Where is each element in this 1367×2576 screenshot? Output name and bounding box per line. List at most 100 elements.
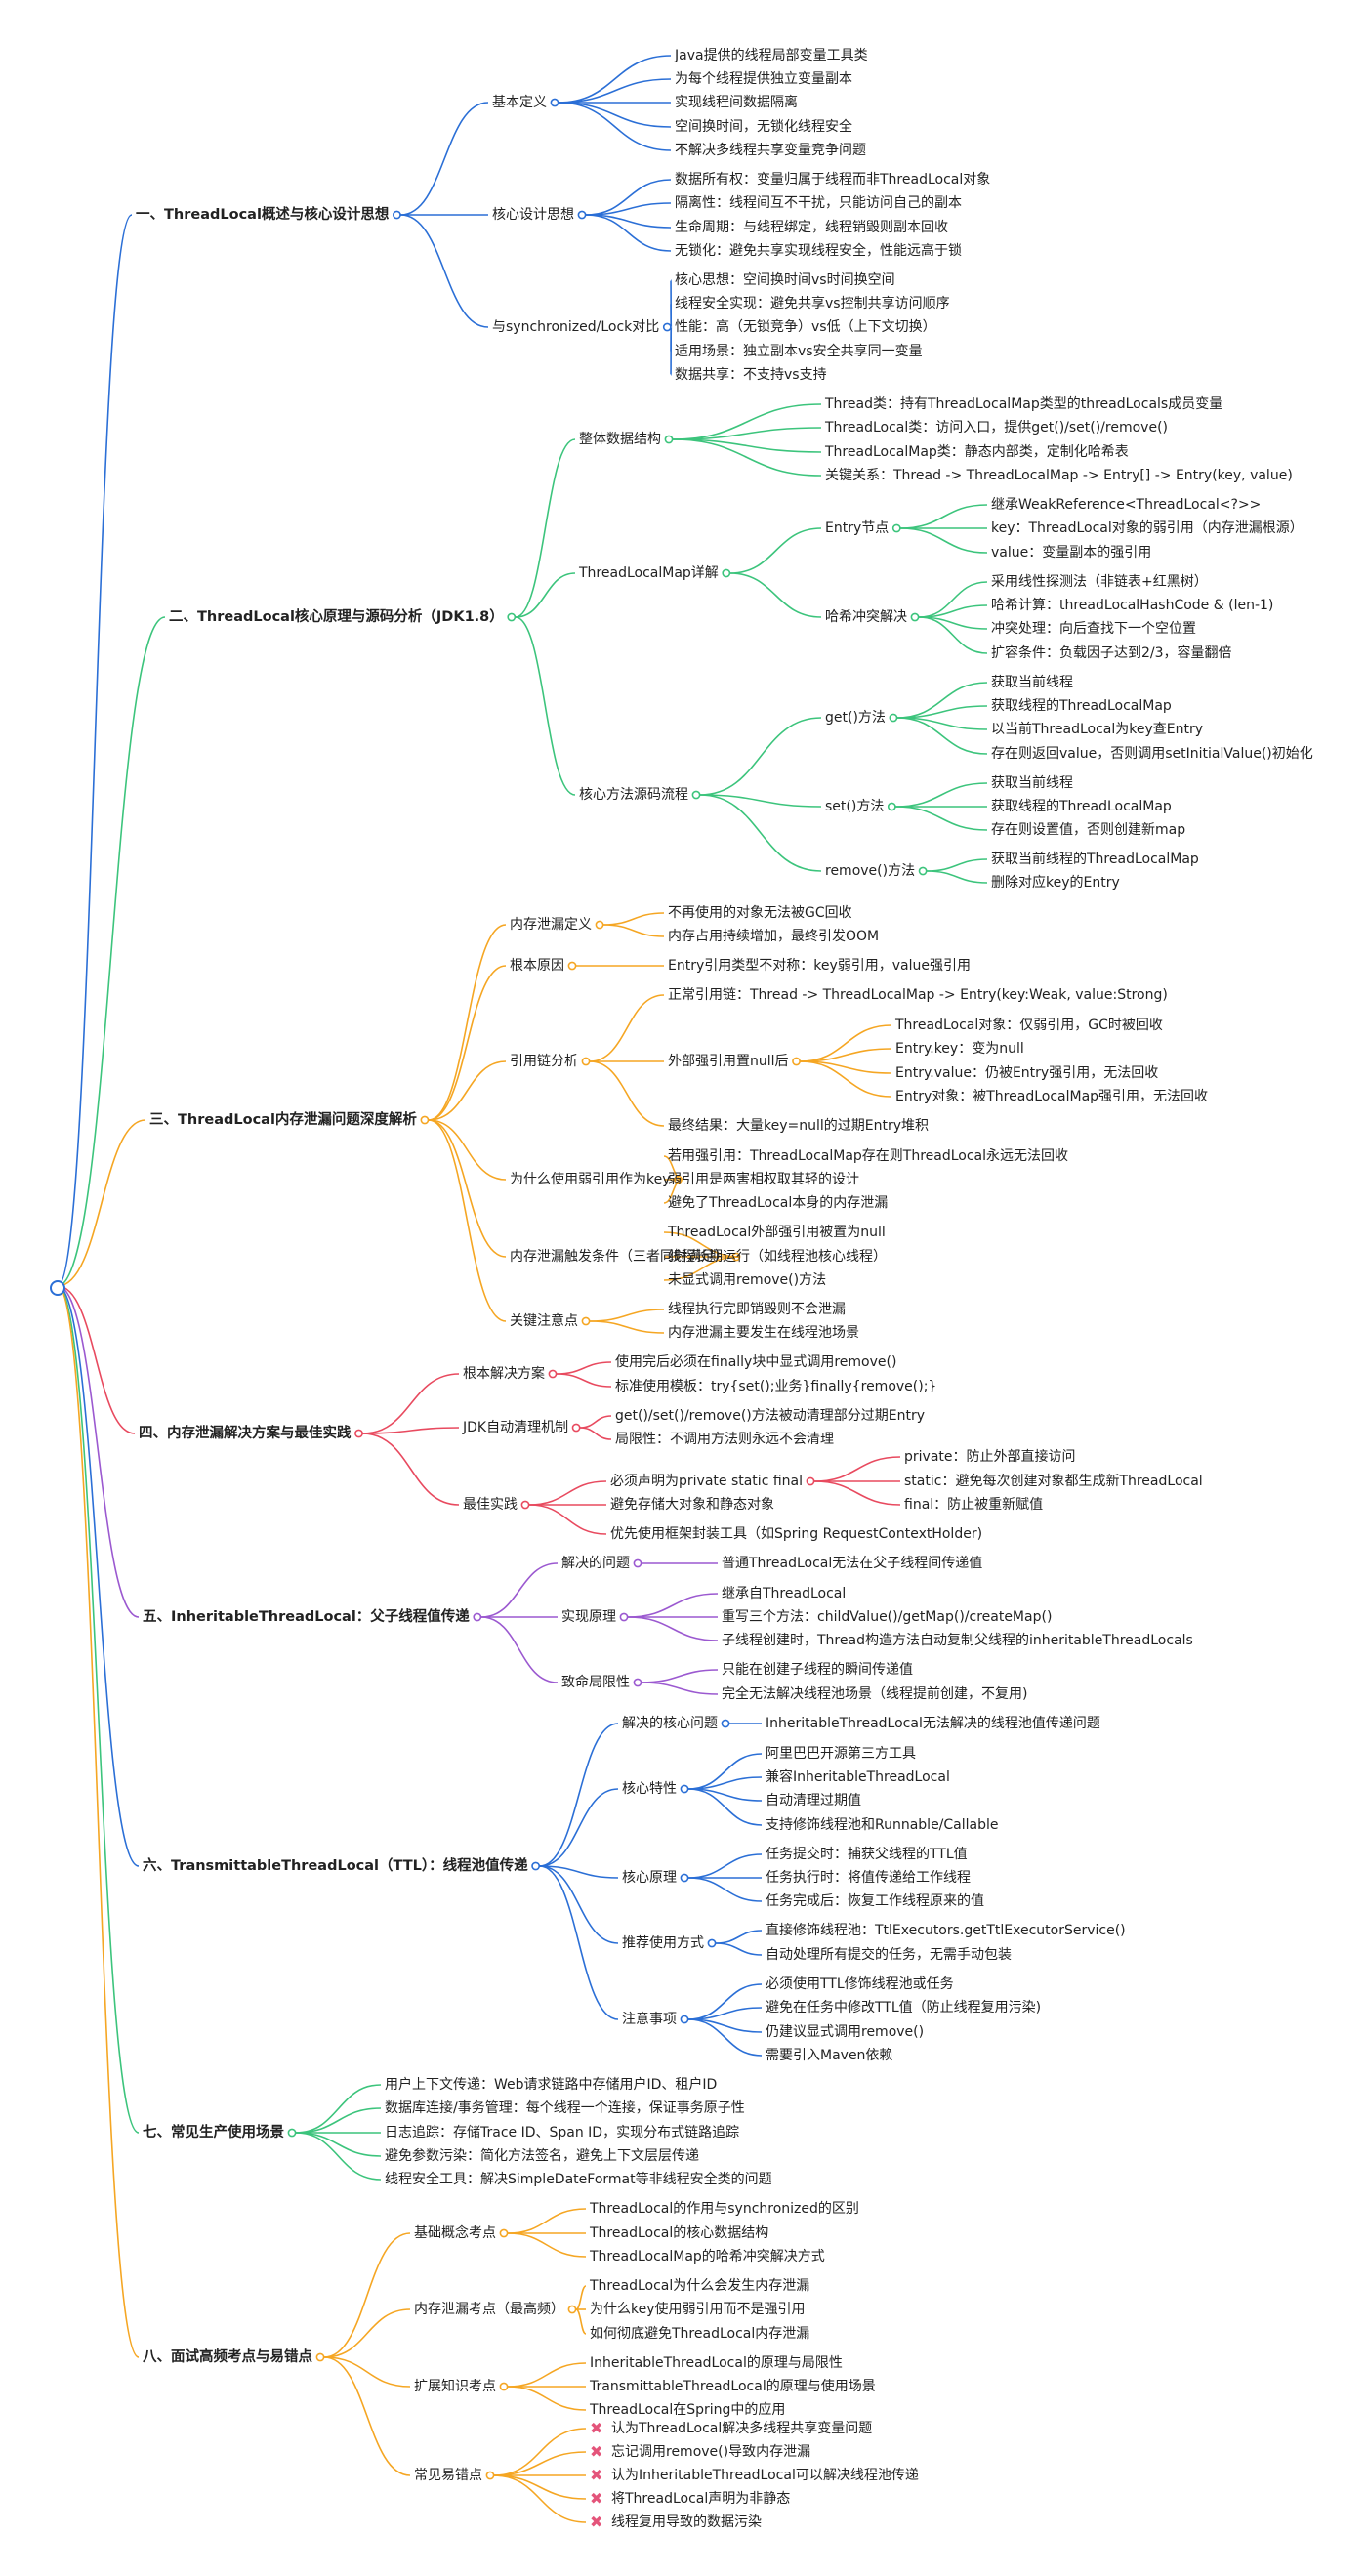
mindmap-node: Entry对象：被ThreadLocalMap强引用，无法回收 (895, 1089, 1209, 1104)
connector-line (585, 214, 672, 252)
connector-line (323, 2232, 411, 2358)
mindmap-node: 如何彻底避免ThreadLocal内存泄漏 (590, 2326, 810, 2342)
connector-line (493, 2474, 587, 2523)
connector-line (575, 2308, 587, 2335)
connector-line (528, 1504, 607, 1535)
section-title: 一、ThreadLocal概述与核心设计思想 (136, 207, 390, 223)
mindmap-node: 核心原理 (622, 1870, 677, 1886)
connector-line (558, 55, 672, 104)
mindmap-node: Thread类：持有ThreadLocalMap类型的threadLocals成… (825, 396, 1223, 412)
connector-line (800, 1048, 892, 1062)
mindmap-node: 数据库连接/事务管理：每个线程一个连接，保证事务原子性 (385, 2100, 745, 2116)
mindmap-node: 为什么使用弱引用作为key (510, 1172, 671, 1187)
cross-mark-icon: ✖ (590, 2442, 603, 2461)
mindmap-node: Entry.key：变为null (895, 1041, 1024, 1057)
connector-line (589, 1309, 665, 1322)
connector-line (428, 1119, 507, 1258)
connector-line (428, 924, 507, 1121)
mindmap-node: 线程执行完即销毁则不会泄漏 (668, 1302, 846, 1317)
mindmap-node: 未显式调用remove()方法 (668, 1272, 827, 1288)
mindmap-node: 若用强引用：ThreadLocalMap存在则ThreadLocal永远无法回收 (668, 1148, 1069, 1164)
connector-line (627, 1593, 719, 1618)
node-dot (420, 1115, 430, 1125)
mindmap-node: 为每个线程提供独立变量副本 (675, 71, 852, 87)
mindmap-node: 冲突处理：向后查找下一个空位置 (991, 621, 1196, 637)
node-dot (567, 2305, 577, 2314)
connector-line (428, 1119, 507, 1181)
mindmap-node: 空间换时间，无锁化线程安全 (675, 119, 852, 135)
connector-line (323, 2356, 411, 2476)
connector-line (362, 1427, 460, 1434)
node-dot (664, 435, 674, 444)
mindmap-node: ThreadLocalMap类：静态内部类，定制化哈希表 (825, 444, 1129, 460)
connector-line (57, 1285, 140, 1867)
mindmap-node: 必须使用TTL修饰线程池或任务 (766, 1976, 954, 1992)
node-dot (806, 1476, 815, 1486)
mindmap-node: key：ThreadLocal对象的弱引用（内存泄漏根源） (991, 520, 1304, 536)
node-dot (619, 1612, 629, 1622)
connector-line (715, 1942, 763, 1956)
connector-line (699, 794, 822, 808)
mindmap-node: 忘记调用remove()导致内存泄漏 (611, 2444, 811, 2460)
connector-line (927, 870, 988, 884)
mindmap-node: 避免存储大对象和静态对象 (610, 1497, 774, 1513)
connector-line (295, 2132, 382, 2181)
connector-line (539, 1865, 619, 1944)
connector-line (539, 1865, 619, 1879)
mindmap-node: 将ThreadLocal声明为非静态 (611, 2491, 791, 2507)
mindmap-node: 哈希冲突解决 (825, 609, 907, 625)
connector-line (539, 1723, 619, 1867)
node-dot (722, 568, 731, 578)
connector-line (57, 616, 166, 1287)
connector-line (493, 2474, 587, 2500)
connector-line (295, 2084, 382, 2134)
node-dot (354, 1429, 363, 1438)
mindmap-node: InheritableThreadLocal无法解决的线程池值传递问题 (766, 1716, 1100, 1731)
mindmap-node: 解决的问题 (561, 1556, 630, 1571)
mindmap-node: 线程安全实现：避免共享vs控制共享访问顺序 (675, 296, 950, 312)
connector-line (57, 1285, 140, 1618)
connector-line (900, 527, 988, 554)
node-dot (507, 612, 517, 622)
connector-line (515, 572, 576, 618)
mindmap-node: final：防止被重新赋值 (904, 1497, 1044, 1513)
connector-line (57, 1119, 146, 1287)
node-dot (571, 1423, 581, 1433)
connector-line (813, 1456, 901, 1482)
mindmap-node: 使用完后必须在finally块中显式调用remove() (615, 1354, 897, 1370)
node-dot (707, 1938, 717, 1948)
section-title: 四、内存泄漏解决方案与最佳实践 (139, 1426, 352, 1441)
mindmap-node: 基本定义 (492, 95, 547, 110)
node-dot (499, 2228, 509, 2238)
connector-line (589, 1320, 665, 1334)
section-title: 三、ThreadLocal内存泄漏问题深度解析 (149, 1112, 417, 1128)
connector-line (663, 1231, 741, 1258)
connector-line (57, 214, 133, 1287)
mindmap-node: ThreadLocalMap的哈希冲突解决方式 (590, 2249, 825, 2264)
mindmap-node: Entry引用类型不对称：key弱引用，value强引用 (668, 958, 971, 974)
mindmap-node: 注意事项 (622, 2012, 677, 2027)
connector-line (400, 214, 489, 328)
mindmap-node: 不再使用的对象无法被GC回收 (668, 905, 852, 921)
mindmap-node: 根本解决方案 (463, 1366, 545, 1382)
mindmap-node: 线程复用导致的数据污染 (611, 2514, 762, 2530)
mindmap-node: 整体数据结构 (579, 432, 661, 447)
cross-mark-icon: ✖ (590, 2466, 603, 2484)
section-title: 八、面试高频考点与易错点 (143, 2349, 312, 2365)
mindmap-node: 内存泄漏触发条件（三者同时满足） (510, 1249, 728, 1265)
mindmap-node: 关键注意点 (510, 1313, 578, 1329)
section-title: 五、InheritableThreadLocal：父子线程值传递 (143, 1609, 470, 1625)
mindmap-node: 继承WeakReference<ThreadLocal<?>> (991, 497, 1262, 513)
mindmap-node: 核心设计思想 (492, 207, 574, 223)
mindmap-node: 最佳实践 (463, 1497, 518, 1513)
node-dot (910, 612, 920, 622)
mindmap-node: ThreadLocal的核心数据结构 (590, 2225, 769, 2241)
connector-line (539, 1865, 619, 2020)
connector-line (699, 794, 822, 872)
mindmap-node: 直接修饰线程池：TtlExecutors.getTtlExecutorServi… (766, 1923, 1126, 1938)
connector-line (896, 682, 988, 719)
node-dot (680, 1873, 689, 1883)
mindmap-node: 内存泄漏主要发生在线程池场景 (668, 1325, 859, 1341)
mindmap-node: 解决的核心问题 (622, 1716, 718, 1731)
root-node (50, 1280, 65, 1296)
